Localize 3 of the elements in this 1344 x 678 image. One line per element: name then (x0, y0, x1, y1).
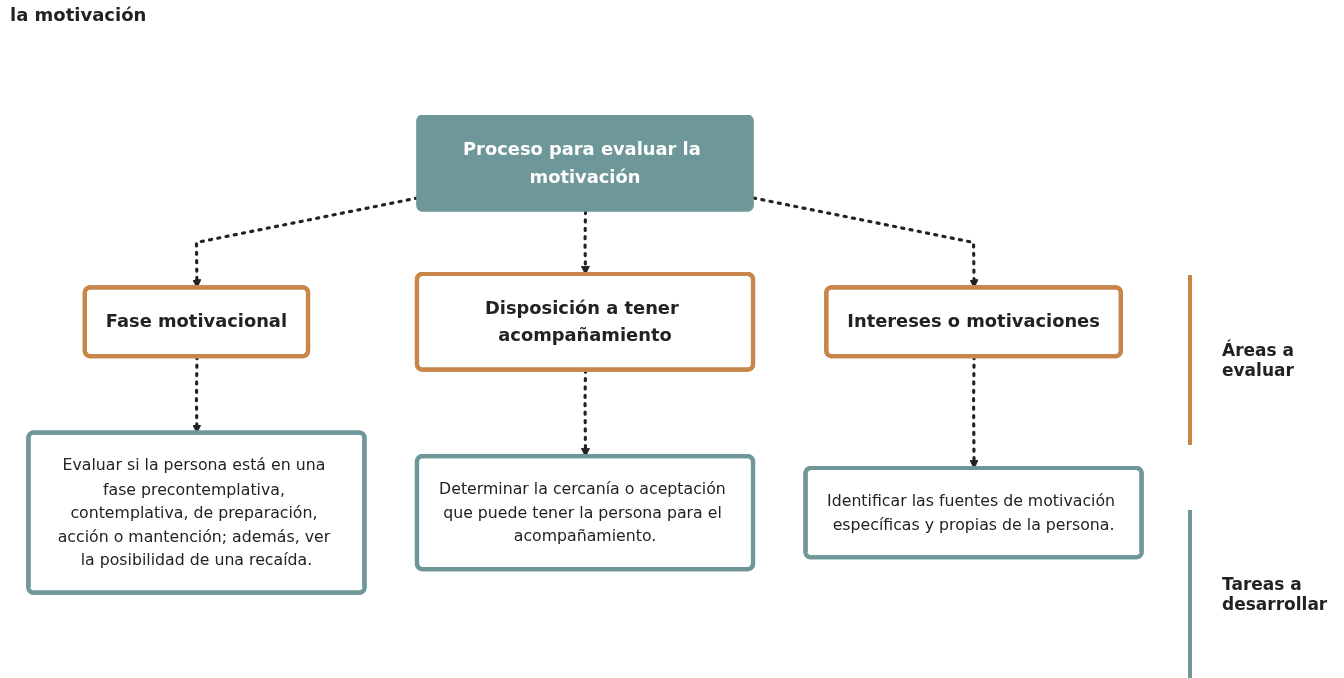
title: la motivación (10, 4, 147, 25)
side-label: Tareas a desarrollar (1222, 574, 1329, 614)
side-label: Áreas a evaluar (1222, 340, 1296, 380)
